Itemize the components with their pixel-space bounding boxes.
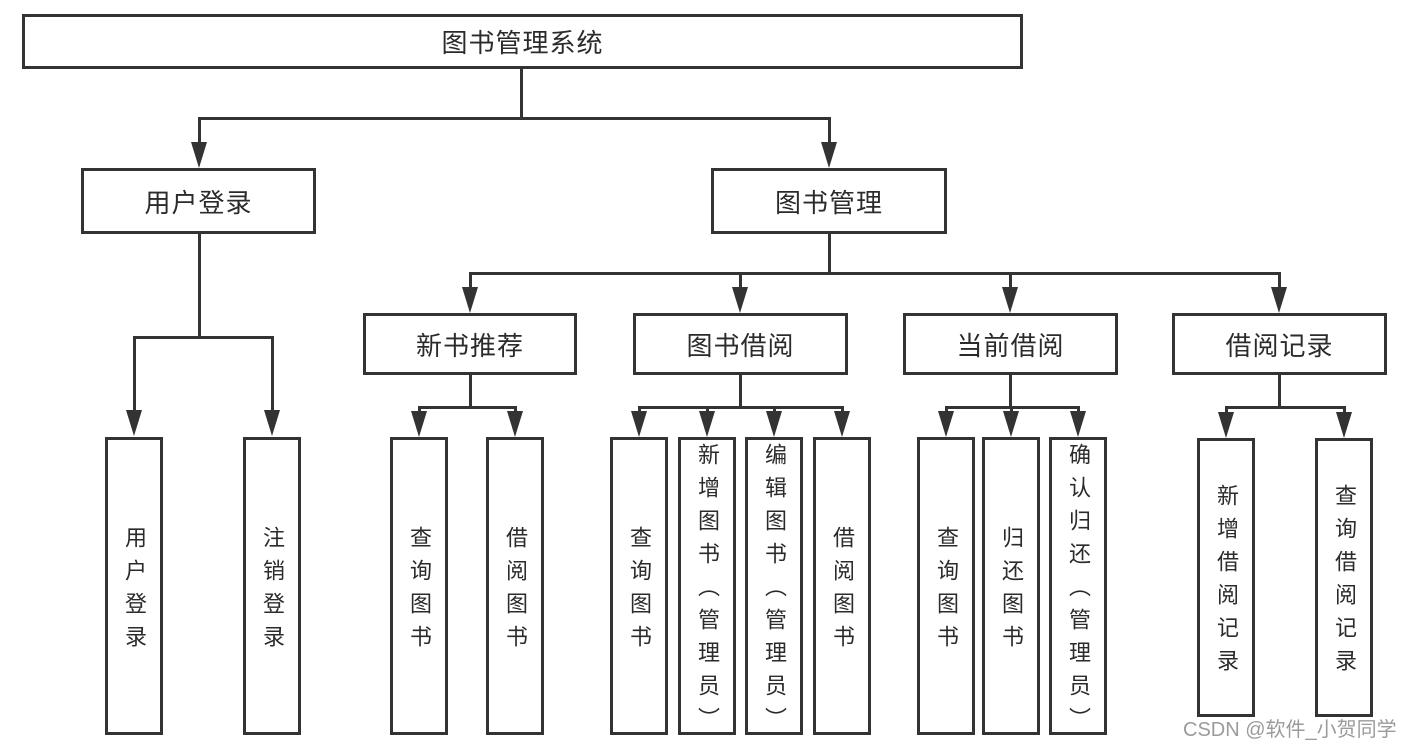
arrow-down-icon [834, 411, 850, 437]
arrow-down-icon [126, 410, 142, 436]
node-label: 当前借阅 [956, 330, 1065, 361]
arrow-down-icon [1003, 411, 1019, 437]
leaf-logout: 注销登录 [243, 437, 301, 735]
leaf-label: 查询图书 [407, 525, 432, 658]
connector-level3-rail [469, 272, 1281, 275]
connector-rec-stem [469, 375, 472, 409]
arrow-down-icon [264, 410, 280, 436]
connector-leaf-drop [418, 406, 421, 414]
node-new-book-recommend: 新书推荐 [363, 313, 577, 375]
connector-leaf-drop [638, 406, 641, 414]
leaf-label: 查询图书 [934, 525, 959, 658]
leaf-label: 新增借阅记录 [1214, 484, 1239, 682]
connector-root-stem [520, 69, 523, 120]
connector-level3-drop [1278, 272, 1281, 289]
arrow-down-icon [507, 411, 523, 437]
leaf-query-books-recommend: 查询图书 [390, 437, 448, 735]
leaf-add-borrow-record: 新增借阅记录 [1197, 438, 1255, 717]
leaf-label: 用户登录 [122, 525, 147, 658]
node-current-borrowing: 当前借阅 [903, 313, 1118, 375]
connector-level3-drop [739, 272, 742, 289]
arrow-down-icon [462, 287, 478, 313]
arrow-down-icon [938, 411, 954, 437]
leaf-edit-books-admin: 编辑图书（管理员） [745, 437, 803, 740]
connector-leaf-drop [773, 406, 776, 414]
arrow-down-icon [732, 287, 748, 313]
arrow-down-icon [1218, 412, 1234, 438]
node-label: 用户登录 [144, 187, 253, 218]
connector-book-mgmt-drop [828, 117, 831, 147]
node-user-login: 用户登录 [81, 168, 316, 234]
arrow-down-icon [766, 411, 782, 437]
arrow-down-icon [821, 142, 837, 168]
csdn-watermark: CSDN @软件_小贺同学 [1183, 719, 1397, 741]
connector-level3-drop [1009, 272, 1012, 289]
node-library-system: 图书管理系统 [22, 14, 1023, 69]
leaf-borrow-books-recommend: 借阅图书 [486, 437, 544, 735]
leaf-label: 借阅图书 [503, 525, 528, 658]
connector-records-rail [1225, 406, 1346, 409]
leaf-add-books-admin: 新增图书（管理员） [678, 437, 736, 740]
connector-level3-drop [469, 272, 472, 289]
arrow-down-icon [1271, 287, 1287, 313]
arrow-down-icon [191, 142, 207, 168]
node-label: 图书管理系统 [441, 28, 604, 58]
node-label: 新书推荐 [415, 330, 524, 361]
node-book-borrowing: 图书借阅 [633, 313, 848, 375]
connector-rec-rail [418, 406, 517, 409]
leaf-label: 查询图书 [627, 525, 652, 658]
connector-level2-rail [198, 117, 831, 120]
arrow-down-icon [1336, 412, 1352, 438]
leaf-query-books-current: 查询图书 [917, 437, 975, 735]
connector-leaf-drop [706, 406, 709, 414]
leaf-confirm-return-admin: 确认归还（管理员） [1049, 437, 1107, 740]
node-borrow-records: 借阅记录 [1172, 313, 1387, 375]
connector-leaf-drop [1077, 406, 1080, 414]
node-book-management: 图书管理 [711, 168, 947, 234]
connector-borrow-rail [638, 406, 844, 409]
connector-leaf-drop [514, 406, 517, 414]
arrow-down-icon [411, 411, 427, 437]
connector-leaf-drop [841, 406, 844, 414]
leaf-label: 编辑图书（管理员） [762, 443, 787, 740]
leaf-query-borrow-record: 查询借阅记录 [1315, 438, 1373, 717]
connector-leaf-drop [1343, 406, 1346, 415]
connector-leaf-drop [1225, 406, 1228, 415]
connector-leaf-drop [271, 336, 274, 412]
leaf-label: 归还图书 [999, 525, 1024, 658]
connector-leaf-drop [945, 406, 948, 414]
connector-current-stem [1009, 375, 1012, 409]
connector-borrow-stem [739, 375, 742, 409]
connector-mgmt-stem [828, 234, 831, 275]
leaf-user-login: 用户登录 [105, 437, 163, 735]
leaf-label: 注销登录 [260, 525, 285, 658]
leaf-label: 确认归还（管理员） [1066, 443, 1091, 740]
node-label: 图书管理 [774, 187, 883, 218]
leaf-label: 新增图书（管理员） [695, 443, 720, 740]
leaf-label: 借阅图书 [830, 525, 855, 658]
connector-leaf-drop [1010, 406, 1013, 414]
leaf-return-books: 归还图书 [982, 437, 1040, 735]
arrow-down-icon [1002, 287, 1018, 313]
connector-login-stem [198, 234, 201, 339]
arrow-down-icon [699, 411, 715, 437]
node-label: 借阅记录 [1225, 330, 1334, 361]
leaf-query-books-borrow: 查询图书 [610, 437, 668, 735]
connector-login-rail [133, 336, 274, 339]
connector-user-login-drop [198, 117, 201, 147]
node-label: 图书借阅 [686, 330, 795, 361]
connector-leaf-drop [133, 336, 136, 412]
arrow-down-icon [1070, 411, 1086, 437]
leaf-label: 查询借阅记录 [1332, 484, 1357, 682]
connector-records-stem [1278, 375, 1281, 409]
arrow-down-icon [631, 411, 647, 437]
leaf-borrow-books: 借阅图书 [813, 437, 871, 735]
